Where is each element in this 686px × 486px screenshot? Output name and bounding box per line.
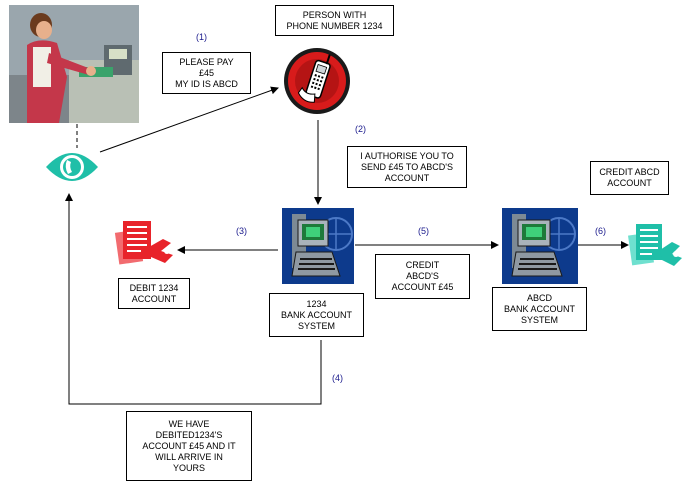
- arrow-4: [65, 193, 322, 405]
- please-pay-line-1: PLEASE PAY: [179, 56, 234, 67]
- credit-document-icon: [628, 220, 684, 270]
- mobile-phone-icon: [283, 46, 351, 116]
- step-label-5: (5): [418, 226, 429, 236]
- debited-line-1: WE HAVE: [168, 418, 210, 429]
- step-label-2: (2): [355, 124, 366, 134]
- please-pay-line-2: £45: [198, 67, 215, 78]
- debit-1234-box: DEBIT 1234 ACCOUNT: [118, 278, 190, 309]
- debit-document-icon: [113, 217, 177, 269]
- debited-box: WE HAVE DEBITED1234'S ACCOUNT £45 AND IT…: [126, 411, 252, 481]
- bank-1234-line-3: SYSTEM: [297, 320, 335, 331]
- debited-line-4: WILL ARRIVE IN: [155, 451, 223, 462]
- bank-abcd-label-box: ABCD BANK ACCOUNT SYSTEM: [492, 287, 587, 331]
- authorise-line-3: ACCOUNT: [384, 172, 430, 183]
- step-label-4: (4): [332, 373, 343, 383]
- debit-line-1: DEBIT 1234: [129, 282, 179, 293]
- debit-line-2: ACCOUNT: [131, 293, 177, 304]
- debited-line-3: ACCOUNT £45 AND IT: [142, 440, 236, 451]
- credit-abcd-line-1: CREDIT ABCD: [599, 167, 660, 177]
- credit-transfer-line-2: ABCD'S: [406, 271, 439, 281]
- please-pay-line-3: MY ID IS ABCD: [175, 78, 238, 89]
- person-line-2: PHONE NUMBER 1234: [286, 20, 383, 31]
- step-label-1: (1): [196, 32, 207, 42]
- step-label-3: (3): [236, 226, 247, 236]
- credit-abcd-line-2: ACCOUNT: [607, 178, 652, 188]
- bank-abcd-line-2: BANK ACCOUNT: [503, 303, 575, 314]
- arrow-1: [99, 86, 279, 153]
- authorise-box: I AUTHORISE YOU TO SEND £45 TO ABCD'S AC…: [347, 146, 467, 188]
- bank-abcd-line-1: ABCD: [526, 292, 552, 303]
- debited-line-2: DEBITED1234'S: [155, 429, 223, 440]
- bank-terminal-icon: [502, 208, 578, 284]
- credit-transfer-line-3: ACCOUNT £45: [391, 282, 454, 292]
- authorise-line-1: I AUTHORISE YOU TO: [360, 150, 454, 161]
- eye-phone-icon: [44, 145, 100, 189]
- credit-abcd-box: CREDIT ABCD ACCOUNT: [590, 161, 669, 195]
- person-line-1: PERSON WITH: [302, 9, 367, 20]
- credit-transfer-line-1: CREDIT: [405, 260, 440, 270]
- bank-abcd-line-3: SYSTEM: [520, 314, 558, 325]
- please-pay-box: PLEASE PAY £45 MY ID IS ABCD: [162, 52, 251, 94]
- cashier-clipart-icon: [9, 5, 139, 123]
- bank-terminal-icon: [282, 208, 354, 284]
- debited-line-5: YOURS: [172, 462, 205, 473]
- bank-1234-line-2: BANK ACCOUNT: [280, 309, 352, 320]
- credit-transfer-box: CREDIT ABCD'S ACCOUNT £45: [375, 254, 470, 299]
- bank-1234-line-1: 1234: [306, 298, 327, 309]
- person-box: PERSON WITH PHONE NUMBER 1234: [275, 5, 394, 36]
- bank-1234-label-box: 1234 BANK ACCOUNT SYSTEM: [269, 293, 364, 337]
- authorise-line-2: SEND £45 TO ABCD'S: [361, 161, 453, 172]
- step-label-6: (6): [595, 226, 606, 236]
